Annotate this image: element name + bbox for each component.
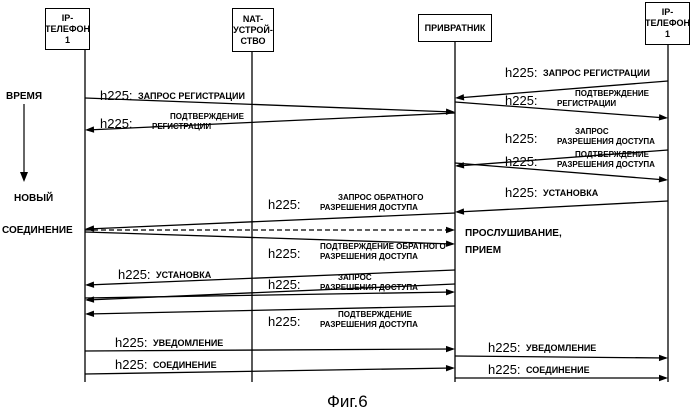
message-text: РЕГИСТРАЦИИ xyxy=(152,122,211,131)
message-arrow-6 xyxy=(457,201,668,212)
message-prefix: h225: xyxy=(268,246,301,261)
connection-label: СОЕДИНЕНИЕ xyxy=(2,225,73,236)
message-label-14: h225: УВЕДОМЛЕНИЕ xyxy=(115,335,223,350)
message-arrowhead-14 xyxy=(446,346,455,352)
message-text: СОЕДИНЕНИЕ xyxy=(153,360,217,370)
message-label-16: h225: СОЕДИНЕНИЕ xyxy=(115,357,217,372)
message-arrow-3 xyxy=(87,113,455,130)
message-label-10: h225: ПОДТВЕРЖДЕНИЕ ОБРАТНОГОРАЗРЕШЕНИЯ Д… xyxy=(268,242,446,261)
message-label-0: h225: ЗАПРОС РЕГИСТРАЦИИ xyxy=(505,65,650,80)
message-prefix: h225: xyxy=(488,362,521,377)
message-arrowhead-9 xyxy=(446,241,455,247)
message-text: РАЗРЕШЕНИЯ ДОСТУПА xyxy=(320,320,418,329)
message-label-15: h225: УВЕДОМЛЕНИЕ xyxy=(488,340,596,355)
message-text: ЗАПРОС xyxy=(338,273,372,282)
message-text: ПОДТВЕРЖДЕНИЕ ОБРАТНОГО xyxy=(320,242,446,251)
message-arrow-7 xyxy=(87,213,455,229)
message-label-17: h225: СОЕДИНЕНИЕ xyxy=(488,362,590,377)
message-text: ЗАПРОС ОБРАТНОГО xyxy=(338,193,423,202)
message-text: ПОДТВЕРЖДЕНИЕ xyxy=(170,112,245,121)
entity-ip-phone-1: IP- ТЕЛЕФОН 1 xyxy=(45,8,90,50)
message-arrowhead-17 xyxy=(659,375,668,381)
message-arrowhead-16 xyxy=(446,365,455,371)
message-label-3: h225: ПОДТВЕРЖДЕНИЕРЕГИСТРАЦИИ xyxy=(100,112,245,131)
message-arrowhead-6 xyxy=(455,208,464,214)
message-prefix: h225: xyxy=(100,88,133,103)
message-text: РАЗРЕШЕНИЯ ДОСТУПА xyxy=(320,283,418,292)
message-label-6: h225: УСТАНОВКА xyxy=(505,185,599,200)
message-arrowhead-0 xyxy=(455,94,464,100)
message-label-5: h225: ПОДТВЕРЖДЕНИЕРАЗРЕШЕНИЯ ДОСТУПА xyxy=(505,150,655,169)
message-prefix: h225: xyxy=(505,185,538,200)
message-label-4: h225: ЗАПРОСРАЗРЕШЕНИЯ ДОСТУПА xyxy=(505,127,655,146)
message-label-11: h225: УСТАНОВКА xyxy=(118,267,212,282)
message-arrowhead-12 xyxy=(446,289,455,295)
message-prefix: h225: xyxy=(100,116,133,131)
message-arrowhead-5 xyxy=(659,176,668,182)
message-arrowhead-3 xyxy=(85,126,94,132)
message-prefix: h225: xyxy=(118,267,151,282)
entity-nat-device: NAT- УСТРОЙ- СТВО xyxy=(232,8,274,52)
message-arrowhead-10 xyxy=(85,281,94,287)
message-arrow-15 xyxy=(455,356,666,358)
message-text: ПОДТВЕРЖДЕНИЕ xyxy=(338,310,413,319)
time-label: ВРЕМЯ xyxy=(6,91,42,102)
message-arrowhead-8 xyxy=(446,227,455,233)
message-prefix: h225: xyxy=(268,277,301,292)
message-arrowhead-13 xyxy=(85,311,94,317)
message-text: РАЗРЕШЕНИЯ ДОСТУПА xyxy=(320,252,418,261)
message-text: УСТАНОВКА xyxy=(543,188,599,198)
message-arrowhead-2 xyxy=(659,114,668,120)
message-text: СОЕДИНЕНИЕ xyxy=(526,365,590,375)
listen-receive-label: ПРОСЛУШИВАНИЕ, ПРИЕМ xyxy=(465,225,562,259)
message-prefix: h225: xyxy=(115,357,148,372)
message-label-1: h225: ЗАПРОС РЕГИСТРАЦИИ xyxy=(100,88,245,103)
message-arrowhead-7 xyxy=(85,225,94,231)
message-prefix: h225: xyxy=(268,197,301,212)
message-text: УВЕДОМЛЕНИЕ xyxy=(153,338,223,348)
message-text: РАЗРЕШЕНИЯ ДОСТУПА xyxy=(320,203,418,212)
message-prefix: h225: xyxy=(268,314,301,329)
message-text: ЗАПРОС xyxy=(575,127,609,136)
message-prefix: h225: xyxy=(505,65,538,80)
message-text: РЕГИСТРАЦИИ xyxy=(557,99,616,108)
entity-gatekeeper: ПРИВРАТНИК xyxy=(418,14,492,42)
message-label-12: h225: ЗАПРОСРАЗРЕШЕНИЯ ДОСТУПА xyxy=(268,273,418,292)
message-text: ПОДТВЕРЖДЕНИЕ xyxy=(575,89,650,98)
message-text: РАЗРЕШЕНИЯ ДОСТУПА xyxy=(557,137,655,146)
message-prefix: h225: xyxy=(505,131,538,146)
message-prefix: h225: xyxy=(505,154,538,169)
message-text: УСТАНОВКА xyxy=(156,270,212,280)
message-text: ЗАПРОС РЕГИСТРАЦИИ xyxy=(138,91,245,101)
message-arrow-12 xyxy=(85,292,453,298)
message-prefix: h225: xyxy=(505,93,538,108)
entity-ip-phone-2: IP- ТЕЛЕФОН 1 xyxy=(645,2,690,45)
message-text: ЗАПРОС РЕГИСТРАЦИИ xyxy=(543,68,650,78)
message-prefix: h225: xyxy=(115,335,148,350)
time-arrow-head xyxy=(20,172,28,182)
figure-caption: Фиг.6 xyxy=(327,392,368,412)
message-label-7: h225: ЗАПРОС ОБРАТНОГОРАЗРЕШЕНИЯ ДОСТУПА xyxy=(268,193,423,212)
new-label: НОВЫЙ xyxy=(14,193,53,204)
message-arrowhead-15 xyxy=(659,355,668,361)
message-label-13: h225: ПОДТВЕРЖДЕНИЕРАЗРЕШЕНИЯ ДОСТУПА xyxy=(268,310,418,329)
message-text: УВЕДОМЛЕНИЕ xyxy=(526,343,596,353)
message-text: ПОДТВЕРЖДЕНИЕ xyxy=(575,150,650,159)
message-text: РАЗРЕШЕНИЯ ДОСТУПА xyxy=(557,160,655,169)
message-prefix: h225: xyxy=(488,340,521,355)
